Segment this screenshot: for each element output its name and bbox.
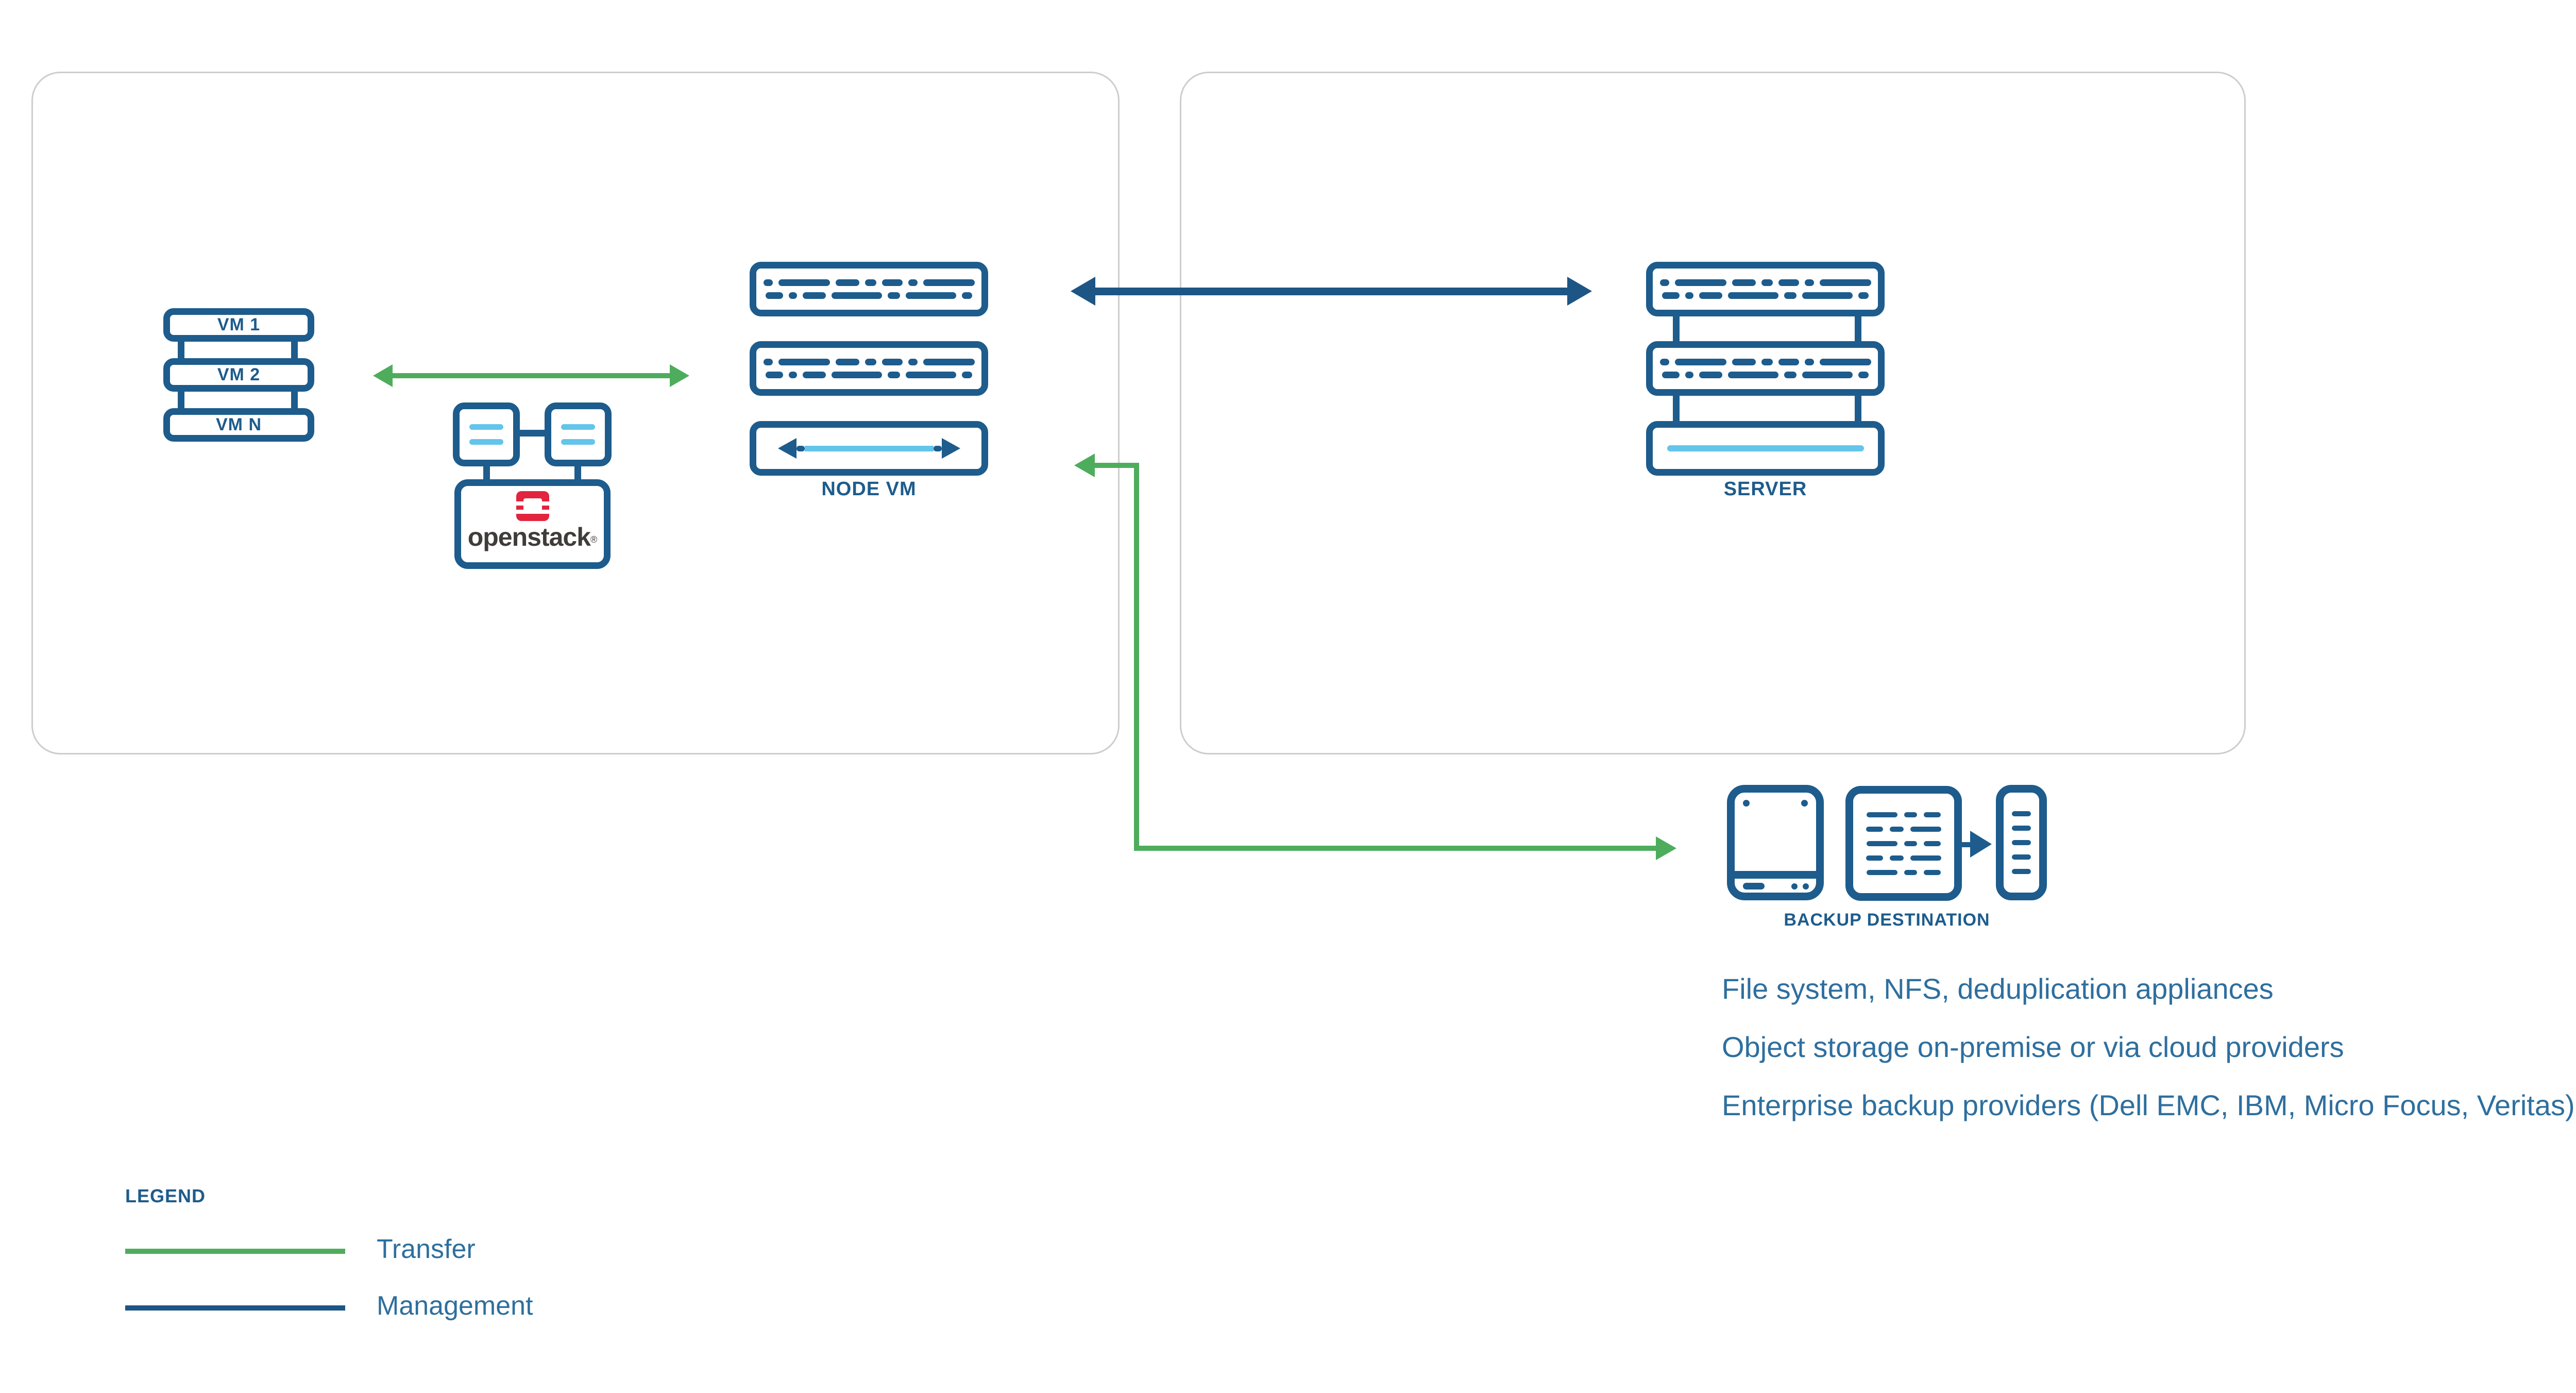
openstack-logo-icon (513, 491, 552, 521)
arrowhead-right-icon (1567, 277, 1592, 306)
legend-title: LEGEND (125, 1185, 206, 1206)
arrowhead-right-icon (1970, 831, 1992, 858)
vm-n-label: VM N (216, 415, 262, 434)
backup-destination-label: BACKUP DESTINATION (1784, 910, 1990, 930)
vm-2-box: VM 2 (163, 358, 314, 392)
legend-management-label: Management (377, 1291, 533, 1321)
openstack-node-right-icon (545, 402, 612, 466)
openstack-box: openstack® (454, 479, 611, 569)
tape-cartridge-icon (1996, 785, 2047, 900)
legend-transfer-label: Transfer (377, 1234, 476, 1264)
storage-appliance-icon (1727, 785, 1824, 900)
openstack-wordmark: openstack (467, 523, 591, 551)
note-file-system: File system, NFS, deduplication applianc… (1722, 972, 2274, 1005)
arrowhead-left-icon (373, 364, 393, 387)
server-rack-3-icon (1646, 421, 1885, 476)
vm-2-label: VM 2 (217, 365, 261, 384)
node-vm-rack-2-icon (750, 341, 988, 396)
server-label: SERVER (1723, 478, 1807, 500)
arrowhead-left-icon (1071, 277, 1095, 306)
server-rack-1-icon (1646, 262, 1885, 316)
arrowhead-right-icon (670, 364, 689, 387)
mini-arrow-shaft (1958, 842, 1972, 847)
note-enterprise-providers: Enterprise backup providers (Dell EMC, I… (1722, 1089, 2575, 1121)
arrowhead-left-icon (1074, 454, 1095, 477)
backup-notes: File system, NFS, deduplication applianc… (1722, 960, 2575, 1134)
vm-1-label: VM 1 (217, 315, 261, 334)
arrowhead-right-icon (1656, 836, 1676, 860)
registered-trademark-symbol: ® (590, 534, 598, 545)
server-rack-2-icon (1646, 341, 1885, 396)
data-document-icon (1845, 786, 1962, 901)
legend-transfer-line-icon (125, 1249, 345, 1254)
note-object-storage: Object storage on-premise or via cloud p… (1722, 1031, 2344, 1063)
vm-1-box: VM 1 (163, 308, 314, 342)
vm-n-box: VM N (163, 408, 314, 442)
node-vm-rack-1-icon (750, 262, 988, 316)
legend-management-line-icon (125, 1305, 345, 1311)
node-vm-label: NODE VM (821, 478, 917, 500)
node-vm-rack-3-icon (750, 421, 988, 476)
management-environment-panel (1180, 72, 2246, 754)
openstack-node-left-icon (453, 402, 520, 466)
